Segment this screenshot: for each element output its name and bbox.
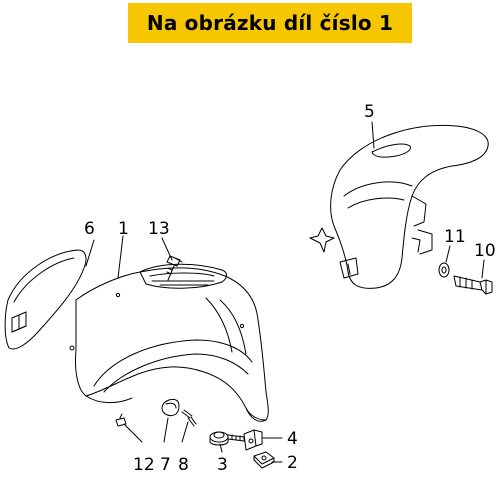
clip-star bbox=[309, 227, 335, 253]
callout-10: 10 bbox=[474, 241, 496, 261]
part-6-lens bbox=[4, 249, 87, 350]
part-11-washer bbox=[438, 262, 450, 278]
leader-lines bbox=[85, 121, 485, 463]
part-1-front-fender bbox=[69, 263, 269, 422]
callout-1: 1 bbox=[118, 219, 129, 239]
callout-5: 5 bbox=[364, 102, 375, 122]
callout-12: 12 bbox=[133, 455, 155, 475]
part-4-bracket bbox=[243, 429, 263, 451]
title-banner: Na obrázku díl číslo 1 bbox=[128, 3, 412, 43]
callout-numbers: 1 6 13 5 11 10 7 8 12 3 4 2 bbox=[84, 102, 496, 475]
callout-13: 13 bbox=[148, 219, 170, 239]
callout-2: 2 bbox=[287, 453, 298, 473]
part-10-bolt bbox=[453, 275, 493, 295]
part-8-screw bbox=[181, 409, 197, 427]
part-13-screw bbox=[166, 255, 183, 281]
part-2-nut bbox=[253, 451, 275, 469]
callout-4: 4 bbox=[287, 429, 298, 449]
callout-7: 7 bbox=[160, 455, 171, 475]
callout-6: 6 bbox=[84, 219, 95, 239]
callout-8: 8 bbox=[178, 455, 189, 475]
part-12-clip bbox=[115, 413, 127, 427]
callout-11: 11 bbox=[444, 227, 466, 247]
part-7-plug bbox=[161, 399, 180, 417]
part-5-rear-mudguard bbox=[330, 124, 489, 289]
callout-3: 3 bbox=[217, 455, 228, 475]
part-3-bolt bbox=[209, 431, 245, 446]
banner-text: Na obrázku díl číslo 1 bbox=[146, 11, 394, 35]
